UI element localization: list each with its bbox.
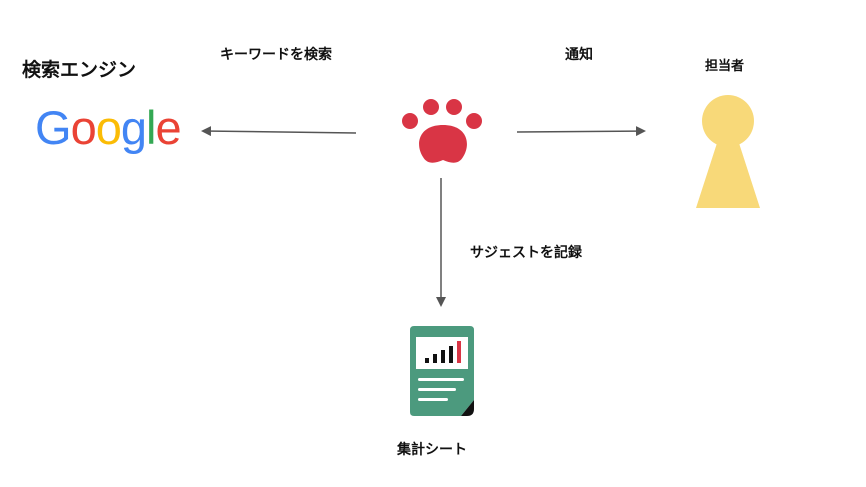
arrow-to-search-engine — [201, 126, 357, 137]
google-letter: o — [95, 101, 122, 154]
assignee-label: 担当者 — [705, 59, 745, 74]
google-letter: g — [120, 101, 147, 154]
google-logo: Google — [35, 101, 182, 154]
summary-sheet-label: 集計シート — [397, 442, 467, 458]
paw-icon — [402, 99, 482, 163]
keyword-search-label: キーワードを検索 — [220, 47, 332, 63]
google-letter: G — [35, 101, 72, 154]
spreadsheet-icon — [410, 326, 474, 416]
notify-label: 通知 — [565, 47, 593, 63]
google-letter: o — [70, 101, 97, 154]
arrow-to-assignee — [516, 126, 646, 137]
google-letter: l — [145, 101, 157, 154]
person-icon — [696, 95, 760, 208]
search-engine-label: 検索エンジン — [22, 59, 137, 81]
google-letter: e — [155, 101, 181, 154]
record-suggest-label: サジェストを記録 — [470, 245, 582, 261]
